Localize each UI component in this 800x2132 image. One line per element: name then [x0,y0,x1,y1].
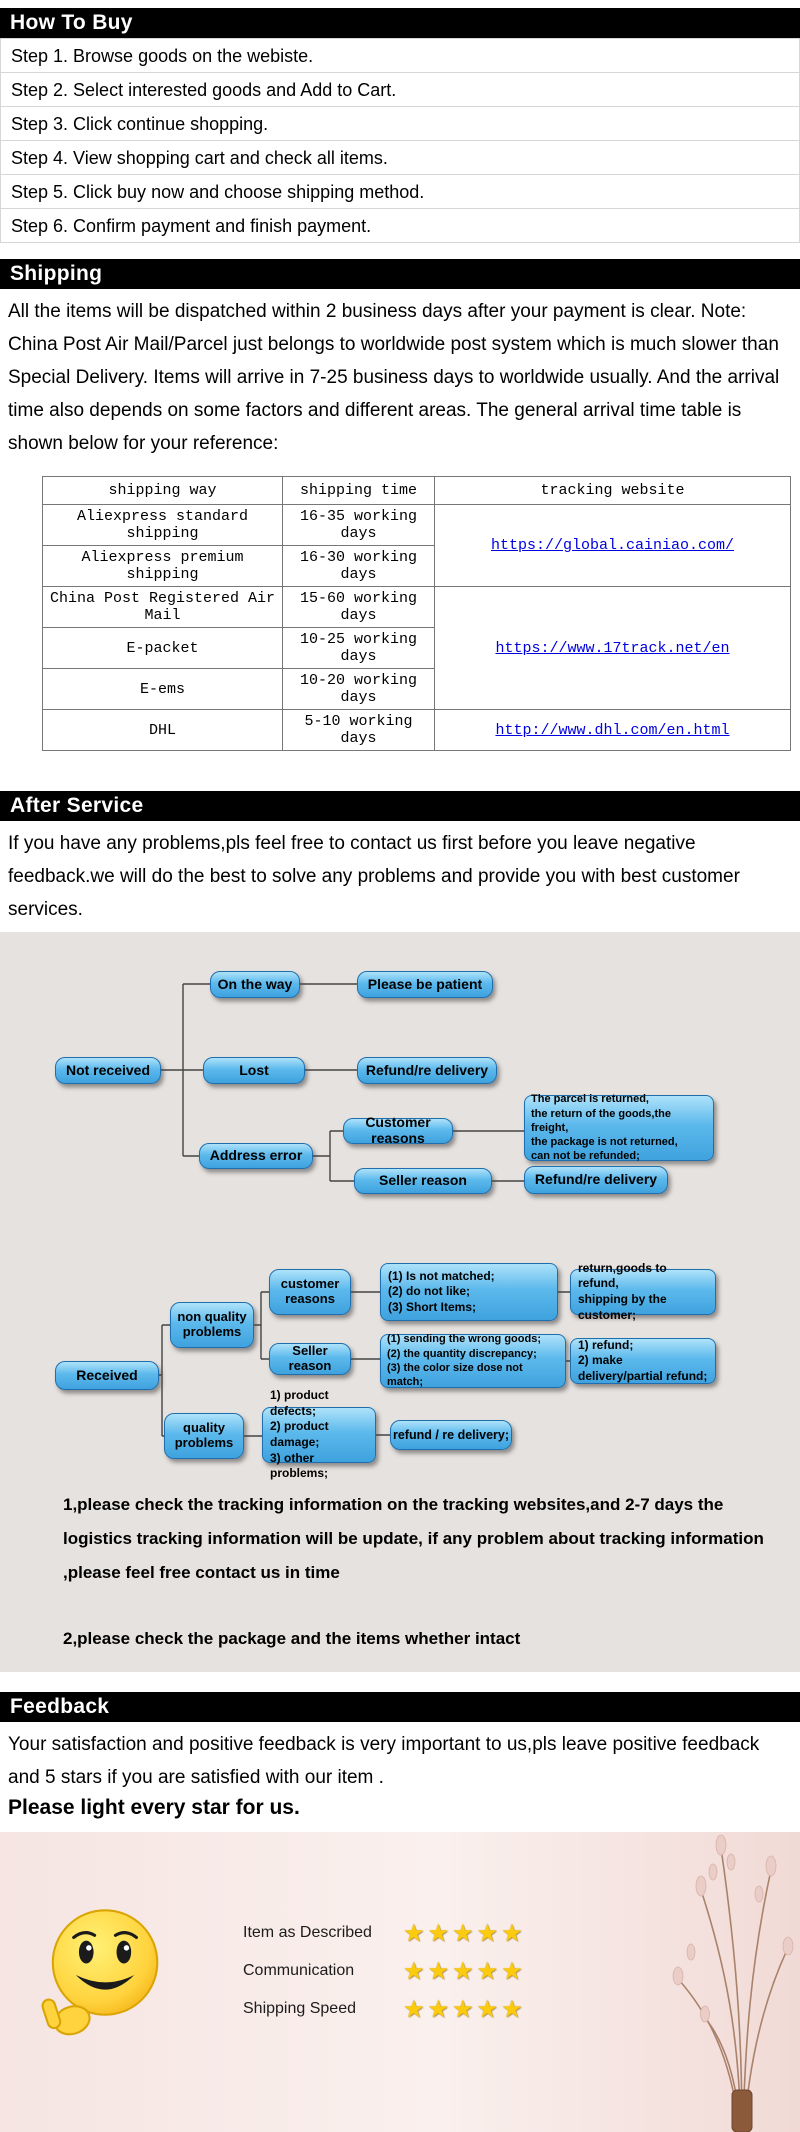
rating-list: Item as Described ★★★★★ Communication ★★… [243,1914,526,2028]
rating-label: Shipping Speed [243,2000,356,2017]
table-row: E-ems 10-20 working days [42,668,791,710]
section-header-shipping: Shipping [0,259,800,289]
flow-box-received: Received [55,1361,159,1390]
flow-box-return-goods: return,goods to refund, shipping by the … [570,1261,716,1322]
step-item: Step 3. Click continue shopping. [1,107,799,141]
step-item: Step 2. Select interested goods and Add … [1,73,799,107]
flow-box-refund-re-delivery-1: Refund/re delivery [357,1057,497,1084]
flow-box-lost: Lost [203,1057,305,1084]
after-service-paragraph: If you have any problems,pls feel free t… [8,833,740,920]
flow-box-customer-reasons-2: customer reasons [269,1269,351,1315]
table-row: Aliexpress premium shipping 16-30 workin… [42,545,791,587]
section-title: After Service [10,794,144,817]
star-rating: ★★★★★ [403,1995,526,2023]
rating-row: Communication ★★★★★ [243,1952,526,1990]
tracking-link-17track[interactable]: https://www.17track.net/en [495,639,730,657]
flow-box-on-the-way: On the way [210,971,300,998]
flow-box-not-received: Not received [55,1057,161,1084]
flow-box-address-error: Address error [199,1143,313,1169]
flow-box-parcel-returned: The parcel is returned, the return of th… [524,1093,714,1162]
table-row: Aliexpress standard shipping 16-35 worki… [42,504,791,587]
flow-box-seller-reason-1: Seller reason [354,1168,492,1194]
step-item: Step 6. Confirm payment and finish payme… [1,209,799,243]
cell-shipping-time: 10-25 working days [282,627,435,669]
cell-shipping-time: 16-35 working days [282,504,435,546]
cell-shipping-way: Aliexpress premium shipping [42,545,283,587]
flow-box-refund-re-delivery-2: Refund/re delivery [524,1166,668,1194]
flow-box-product-defects: 1) product defects; 2) product damage; 3… [262,1388,376,1480]
cell-shipping-way: E-packet [42,627,283,669]
flow-box-non-quality-problems: non quality problems [170,1302,254,1348]
rating-label: Communication [243,1962,355,1979]
cell-shipping-way: Aliexpress standard shipping [42,504,283,546]
flowchart-connectors [159,983,570,1437]
cell-shipping-time: 15-60 working days [282,586,435,628]
smiley-thumbs-up-icon [41,1909,159,2036]
table-header-row: shipping way shipping time tracking webs… [42,476,791,505]
cell-tracking: http://www.dhl.com/en.html [434,709,791,751]
cell-shipping-way: China Post Registered Air Mail [42,586,283,628]
cell-shipping-way: DHL [42,709,283,751]
flow-box-please-be-patient: Please be patient [357,971,493,998]
col-tracking-website: tracking website [434,476,791,505]
feedback-paragraph: Your satisfaction and positive feedback … [8,1734,760,1788]
star-rating: ★★★★★ [403,1919,526,1947]
rating-row: Shipping Speed ★★★★★ [243,1990,526,2028]
after-service-flowchart: On the way Please be patient Not receive… [0,932,800,1672]
flow-box-seller-reason-2: Seller reason [269,1343,351,1375]
section-header-how-to-buy: How To Buy [0,8,800,38]
feedback-slogan: Please light every star for us. [8,1796,300,1819]
rating-label: Item as Described [243,1924,372,1941]
section-title: Shipping [10,262,103,285]
feedback-banner: Item as Described ★★★★★ Communication ★★… [0,1832,800,2132]
star-rating: ★★★★★ [403,1957,526,1985]
shipping-table: shipping way shipping time tracking webs… [42,476,791,751]
how-to-buy-steps: Step 1. Browse goods on the webiste. Ste… [0,38,800,243]
flow-box-quality-problems: quality problems [164,1413,244,1459]
cell-shipping-time: 10-20 working days [282,668,435,710]
flow-box-refund-re-delivery-3: refund / re delivery; [390,1420,512,1450]
table-row: China Post Registered Air Mail 15-60 wor… [42,586,791,710]
tracking-link-dhl[interactable]: http://www.dhl.com/en.html [495,721,730,739]
section-header-feedback: Feedback [0,1692,800,1722]
col-shipping-time: shipping time [282,476,435,505]
shipping-paragraph: All the items will be dispatched within … [8,301,780,454]
section-title: Feedback [10,1695,110,1718]
section-header-after-service: After Service [0,791,800,821]
rating-row: Item as Described ★★★★★ [243,1914,526,1952]
dried-flowers-decoration [672,1834,794,2132]
col-shipping-way: shipping way [42,476,283,505]
flow-box-not-matched: (1) Is not matched; (2) do not like; (3)… [380,1263,558,1321]
flow-box-customer-reasons-1: Customer reasons [343,1114,453,1146]
step-item: Step 1. Browse goods on the webiste. [1,39,799,73]
section-title: How To Buy [10,11,133,34]
flow-box-wrong-goods: (1) sending the wrong goods; (2) the qua… [380,1333,566,1388]
table-row: DHL 5-10 working days http://www.dhl.com… [42,709,791,751]
cell-tracking: https://www.17track.net/en [434,586,791,710]
flow-box-refund-partial: 1) refund; 2) make delivery/partial refu… [570,1338,716,1384]
step-item: Step 5. Click buy now and choose shippin… [1,175,799,209]
cell-shipping-way: E-ems [42,668,283,710]
flow-note-package: 2,please check the package and the items… [63,1629,521,1648]
cell-shipping-time: 5-10 working days [282,709,435,751]
cell-shipping-time: 16-30 working days [282,545,435,587]
cell-tracking: https://global.cainiao.com/ [434,504,791,587]
flow-note-tracking: 1,please check the tracking information … [63,1495,764,1582]
step-item: Step 4. View shopping cart and check all… [1,141,799,175]
table-row: E-packet 10-25 working days [42,627,791,669]
tracking-link-cainiao[interactable]: https://global.cainiao.com/ [490,537,735,554]
